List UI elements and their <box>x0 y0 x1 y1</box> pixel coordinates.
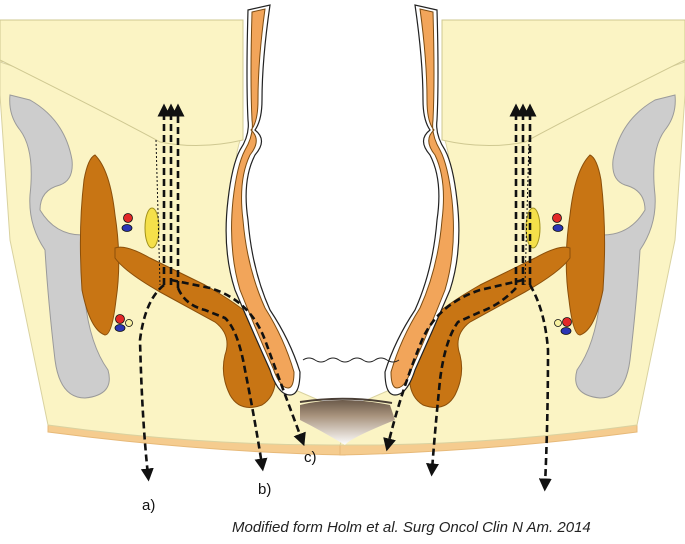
left-pelvis <box>0 4 346 456</box>
left-thin-plane <box>155 139 161 286</box>
figure-caption: Modified form Holm et al. Surg Oncol Cli… <box>232 519 591 536</box>
right-pelvis <box>339 4 685 456</box>
artery-dot <box>123 213 133 223</box>
path-right-inner <box>383 278 524 452</box>
left-vessels-lower <box>114 314 133 332</box>
path-right-middle <box>426 287 517 477</box>
right-yellow-node <box>525 207 541 249</box>
mucosa-wave-line <box>302 357 400 363</box>
label-c: c) <box>304 449 317 466</box>
path-c <box>170 278 306 447</box>
artery-dot <box>115 314 125 324</box>
right-fat-upper <box>441 19 685 147</box>
right-bone <box>575 94 676 399</box>
left-bowel <box>231 8 295 389</box>
label-a: a) <box>142 497 155 514</box>
vein-dot <box>114 324 126 332</box>
left-muscle-levator <box>114 246 276 408</box>
nerve-dot <box>125 319 133 327</box>
anal-canal <box>300 400 395 445</box>
label-b: b) <box>258 481 271 498</box>
left-muscle-obturator <box>79 154 120 336</box>
right-muscle-obturator <box>565 154 606 336</box>
vein-dot <box>560 327 572 335</box>
right-vessels-upper <box>552 213 564 232</box>
artery-dot <box>562 317 572 327</box>
right-thin-plane <box>524 139 530 286</box>
path-right-outer <box>528 284 552 492</box>
path-b <box>176 287 268 472</box>
left-yellow-node <box>144 207 160 249</box>
right-dissection-paths <box>383 103 552 492</box>
left-bone <box>9 94 110 399</box>
nerve-dot <box>554 319 562 327</box>
right-vessels-lower <box>554 317 572 335</box>
left-vessels-upper <box>121 213 133 232</box>
left-dissection-paths <box>138 103 306 482</box>
artery-dot <box>552 213 562 223</box>
right-bowel <box>390 8 454 389</box>
path-a <box>138 283 165 482</box>
vein-dot <box>552 224 564 232</box>
anal-top-edge <box>299 397 393 404</box>
vein-dot <box>121 224 133 232</box>
